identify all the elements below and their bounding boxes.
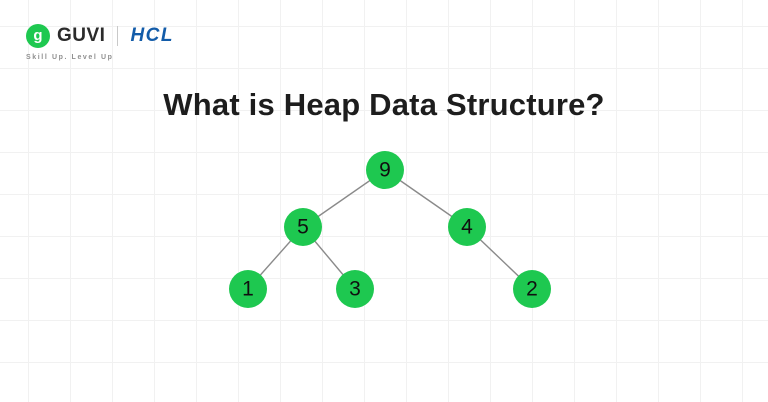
tree-node-5: 5 <box>284 208 322 246</box>
tree-node-value: 5 <box>297 216 309 239</box>
tree-node-circle <box>448 208 486 246</box>
tree-node-circle <box>366 151 404 189</box>
guvi-logo-text: GUVI <box>57 25 106 46</box>
tree-node-3: 3 <box>336 270 374 308</box>
brand-separator <box>117 26 119 46</box>
tree-node-4: 4 <box>448 208 486 246</box>
tree-node-9: 9 <box>366 151 404 189</box>
tree-node-value: 3 <box>349 278 361 301</box>
tree-node-circle <box>336 270 374 308</box>
tree-node-value: 4 <box>461 216 473 239</box>
tree-node-2: 2 <box>513 270 551 308</box>
tree-node-value: 9 <box>379 159 391 182</box>
tree-node-circle <box>229 270 267 308</box>
brand-tagline: Skill Up. Level Up <box>26 54 114 61</box>
tree-node-value: 1 <box>242 278 254 301</box>
hcl-logo-text: HCL <box>130 25 175 46</box>
tree-node-circle <box>513 270 551 308</box>
brand-logo-row: g GUVI HCL <box>26 24 174 48</box>
page-title: What is Heap Data Structure? <box>163 87 605 122</box>
brand-header: g GUVI HCL Skill Up. Level Up <box>26 24 174 61</box>
tree-node-value: 2 <box>526 278 538 301</box>
tree-node-circle <box>284 208 322 246</box>
tree-node-1: 1 <box>229 270 267 308</box>
guvi-logo-icon: g <box>26 24 50 48</box>
